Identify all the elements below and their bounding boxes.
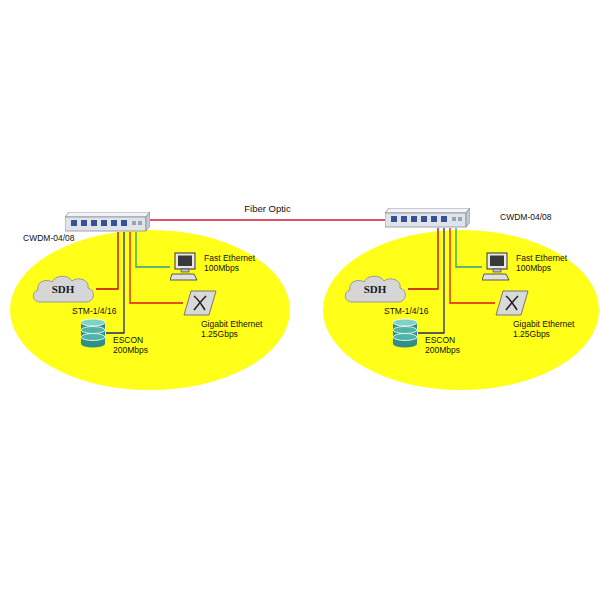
sdh-cloud: SDHSTM-1/4/16 [342,272,408,306]
link-line [408,228,438,289]
escon-storage: ESCON 200Mbps [80,318,106,348]
device-label: CWDM-04/08 [500,213,560,223]
link-line [150,219,385,221]
device-label: STM-1/4/16 [72,307,132,317]
gigabit-switch: Gigabit Ethernet 1.25Gbps [495,290,529,316]
fast-ethernet-pc: Fast Ethernet 100Mbps [482,252,510,282]
gigabit-switch-icon [183,290,217,316]
link-line [456,228,482,267]
cwdm-device: CWDM-04/08 [385,208,470,228]
gigabit-switch: Gigabit Ethernet 1.25Gbps [183,290,217,316]
device-label: Gigabit Ethernet 1.25Gbps [513,320,585,340]
device-label: ESCON 200Mbps [425,336,469,356]
gigabit-switch-icon [495,290,529,316]
cwdm-device-icon [65,212,150,232]
device-label: Fast Ethernet 100Mbps [204,254,264,274]
escon-storage: ESCON 200Mbps [392,318,418,348]
link-line [136,232,170,267]
sdh-cloud: SDHSTM-1/4/16 [30,272,96,306]
fast-ethernet-pc-icon [482,252,510,282]
cwdm-device: CWDM-04/08 [65,212,150,232]
link-label: Fiber Optic [241,203,293,214]
link-line [418,228,444,333]
cloud-label: SDH [342,272,408,306]
fast-ethernet-pc-icon [170,252,198,282]
fast-ethernet-pc: Fast Ethernet 100Mbps [170,252,198,282]
cloud-label: SDH [30,272,96,306]
device-label: STM-1/4/16 [384,307,444,317]
site-region [10,230,290,390]
device-label: Fast Ethernet 100Mbps [516,254,576,274]
link-line [106,232,124,333]
device-label: Gigabit Ethernet 1.25Gbps [201,320,273,340]
escon-storage-icon [80,318,106,348]
cwdm-device-icon [385,208,470,228]
escon-storage-icon [392,318,418,348]
device-label: CWDM-04/08 [23,234,83,244]
site-region [323,230,599,390]
device-label: ESCON 200Mbps [113,336,157,356]
link-line [96,232,118,289]
